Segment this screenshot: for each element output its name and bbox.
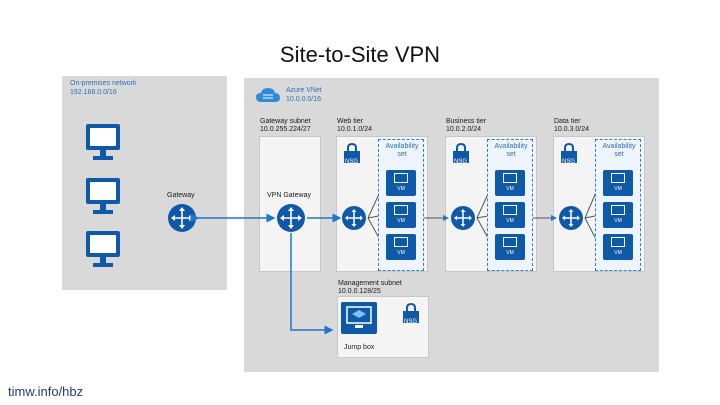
- gateway-subnet-cidr: 10.0.255.224/27: [260, 126, 311, 133]
- virtual-machine-icon: VM: [495, 202, 525, 228]
- business-tier-name: Business tier: [446, 118, 487, 125]
- web-availability-set-label: Availability set: [385, 143, 419, 158]
- business-availability-set-label: Availability set: [494, 143, 528, 158]
- virtual-machine-icon: VM: [386, 202, 416, 228]
- vnet-cidr: 10.0.0.0/16: [286, 96, 322, 103]
- virtual-machine-icon: VM: [495, 170, 525, 196]
- jump-box-vm-icon: [341, 302, 377, 334]
- virtual-machine-icon: VM: [603, 234, 633, 260]
- vnet-name: Azure VNet: [286, 87, 322, 94]
- nsg-lock-icon: [344, 142, 360, 163]
- load-balancer-icon: [451, 206, 475, 230]
- load-balancer-icon: [559, 206, 583, 230]
- management-subnet-cidr: 10.0.0.128/25: [338, 288, 381, 295]
- virtual-machine-icon: VM: [386, 234, 416, 260]
- desktop-computer-icon: [86, 124, 120, 160]
- management-subnet-name: Management subnet: [338, 280, 402, 287]
- nsg-lock-icon: [453, 142, 469, 163]
- web-tier-cidr: 10.0.1.0/24: [337, 126, 373, 133]
- data-tier-name: Data tier: [554, 118, 581, 125]
- onprem-network-name: On-premises network: [70, 80, 137, 87]
- business-nsg-label: NSG: [454, 159, 468, 165]
- virtual-machine-icon: VM: [603, 170, 633, 196]
- gateway-subnet-box: [259, 136, 321, 272]
- gateway-subnet-name: Gateway subnet: [260, 118, 311, 125]
- desktop-computer-icon: [86, 231, 120, 267]
- source-link[interactable]: timw.info/hbz: [8, 384, 84, 399]
- data-availability-set-label: Availability set: [602, 143, 636, 158]
- vpn-gateway-icon: [277, 204, 305, 232]
- web-tier-name: Web tier: [337, 118, 363, 125]
- diagram-title: Site-to-Site VPN: [279, 42, 441, 67]
- nsg-lock-icon: [561, 142, 577, 163]
- nsg-lock-icon: [403, 302, 419, 323]
- vpn-gateway-label: VPN Gateway: [267, 192, 311, 199]
- onprem-gateway-label: Gateway: [167, 192, 195, 199]
- virtual-machine-icon: VM: [603, 202, 633, 228]
- virtual-machine-icon: VM: [495, 234, 525, 260]
- jump-box-label: Jump box: [344, 344, 375, 351]
- data-tier-cidr: 10.0.3.0/24: [554, 126, 590, 133]
- load-balancer-icon: [342, 206, 366, 230]
- cloud-icon: [256, 88, 280, 102]
- router-gateway-icon: [168, 204, 196, 232]
- data-nsg-label: NSG: [562, 159, 576, 165]
- onprem-network-cidr: 192.168.0.0/16: [70, 89, 117, 96]
- desktop-computer-icon: [86, 178, 120, 214]
- business-tier-cidr: 10.0.2.0/24: [446, 126, 482, 133]
- vpn-to-management-link: [290, 233, 334, 335]
- web-nsg-label: NSG: [345, 159, 359, 165]
- management-nsg-label: NSG: [404, 319, 418, 325]
- virtual-machine-icon: VM: [386, 170, 416, 196]
